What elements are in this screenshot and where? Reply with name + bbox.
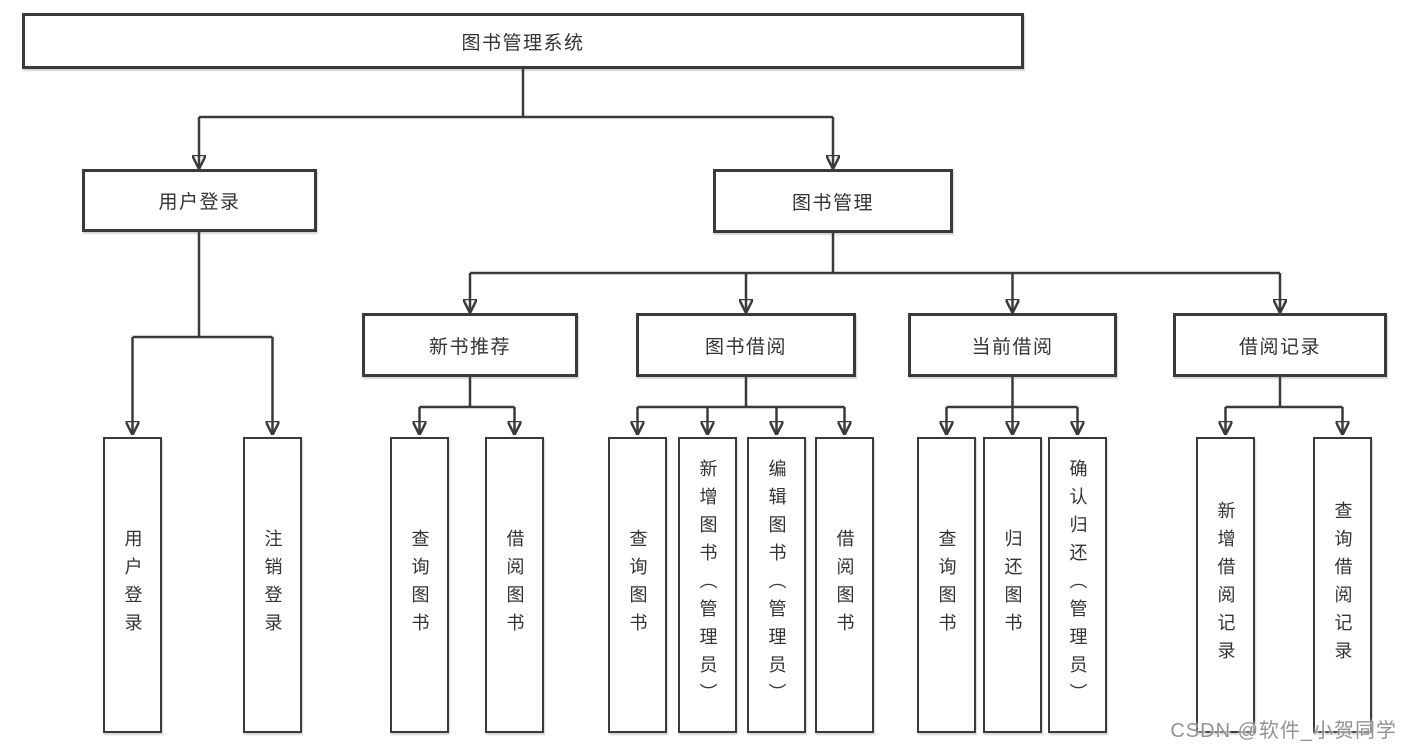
node-label: 借阅记录: [1238, 336, 1321, 358]
node-label: 注销登录: [262, 529, 283, 641]
node-edit-books-admin: 编辑图书（管理员）: [747, 437, 806, 733]
node-logout-login: 注销登录: [243, 437, 302, 733]
node-label: 借阅图书: [504, 529, 525, 641]
node-label: 编辑图书（管理员）: [766, 459, 787, 711]
node-query-books-recommend: 查询图书: [390, 437, 449, 733]
node-return-books: 归还图书: [983, 437, 1042, 733]
node-label: 确认归还（管理员）: [1067, 459, 1088, 711]
node-label: 图书管理系统: [461, 32, 585, 54]
node-label: 新书推荐: [428, 336, 511, 358]
node-query-books-borrow: 查询图书: [608, 437, 667, 733]
node-label: 用户登录: [122, 529, 143, 641]
node-label: 图书管理: [791, 192, 874, 214]
node-label: 图书借阅: [704, 336, 787, 358]
node-query-borrow-record: 查询借阅记录: [1313, 437, 1372, 733]
node-user-login: 用户登录: [82, 169, 317, 232]
node-borrow-books: 借阅图书: [815, 437, 874, 733]
csdn-watermark: CSDN @软件_小贺同学: [1170, 720, 1397, 742]
node-label: 新增借阅记录: [1215, 501, 1236, 669]
node-label: 借阅图书: [834, 529, 855, 641]
node-confirm-return-admin: 确认归还（管理员）: [1048, 437, 1107, 733]
node-current-borrow: 当前借阅: [908, 313, 1117, 377]
node-label: 查询借阅记录: [1332, 501, 1353, 669]
node-library-management-system: 图书管理系统: [22, 13, 1024, 69]
node-label: 查询图书: [936, 529, 957, 641]
node-label: 新增图书（管理员）: [697, 459, 718, 711]
node-borrow-books-recommend: 借阅图书: [485, 437, 544, 733]
node-book-borrow: 图书借阅: [636, 313, 856, 377]
node-label: 归还图书: [1002, 529, 1023, 641]
node-add-books-admin: 新增图书（管理员）: [678, 437, 737, 733]
node-book-management: 图书管理: [713, 169, 953, 233]
node-label: 查询图书: [627, 529, 648, 641]
node-query-books-current: 查询图书: [917, 437, 976, 733]
node-label: 用户登录: [158, 192, 241, 213]
node-new-book-recommend: 新书推荐: [362, 313, 578, 377]
node-borrow-records: 借阅记录: [1173, 313, 1387, 377]
node-label: 当前借阅: [971, 336, 1054, 358]
node-label: 查询图书: [409, 529, 430, 641]
node-user-login-leaf: 用户登录: [103, 437, 162, 733]
node-add-borrow-record: 新增借阅记录: [1196, 437, 1255, 733]
